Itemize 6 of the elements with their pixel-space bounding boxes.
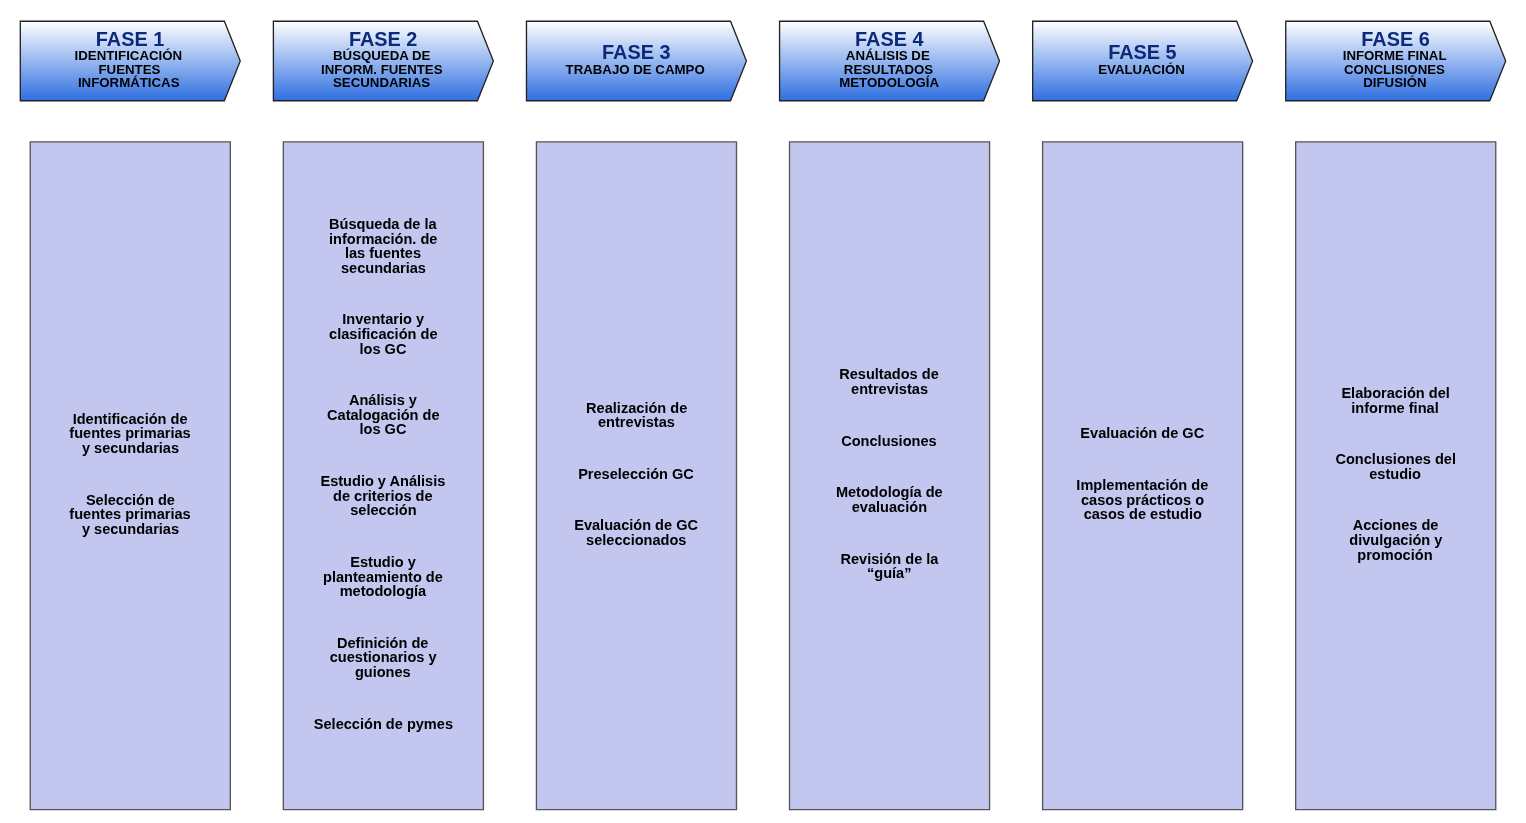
node-box: Evaluación de GC Implementación de casos prácticos o casos de estudio bbox=[1041, 141, 1244, 811]
node-box: Resultados de entrevistas Conclusiones Metodología de evaluación Revisión de la “guía” bbox=[788, 141, 991, 811]
node-box: Realización de entrevistas Preselección GC Evaluación de GC seleccionados bbox=[535, 141, 738, 811]
node-box: Búsqueda de la información. de las fuentes secundarias Inventario y clasificación de los GC Análisis y Catalogación de los GC Estudio y Análisis de criterios de selección Estudio y planteamiento de metodología Definición de cuestionarios y guiones Selección de pymes bbox=[282, 141, 485, 811]
node-box: Elaboración del informe final Conclusiones del estudio Acciones de divulgación y promoción bbox=[1295, 141, 1497, 811]
node-box: Identificación de fuentes primarias y secundarias Selección de fuentes primarias y secundarias bbox=[29, 141, 231, 811]
